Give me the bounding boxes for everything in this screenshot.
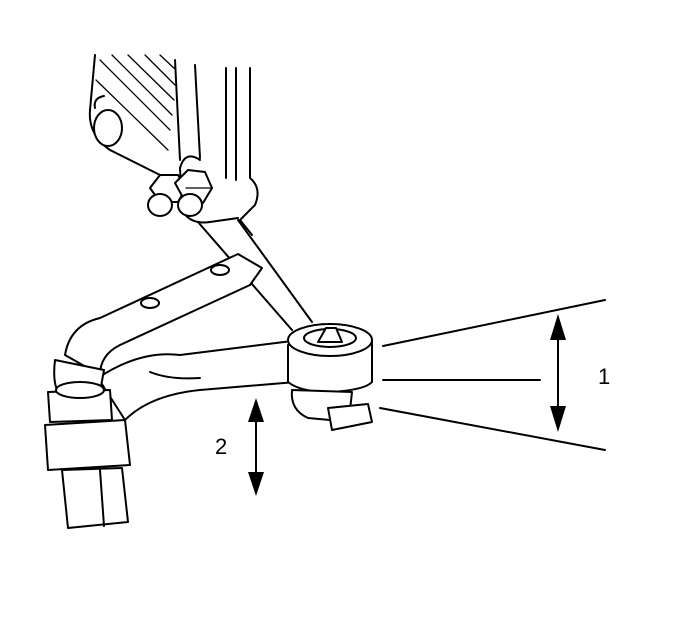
callout-label-2: 2 [215,434,228,459]
lower-left-fitting [44,359,131,529]
callout-1-guides [379,299,606,451]
center-link-bar [64,253,263,376]
tie-rod-arm [97,339,321,421]
frame-bracket [88,54,201,176]
tie-rod-socket [287,323,373,431]
callout-2-arrow [248,398,264,496]
mounting-nuts [147,169,213,217]
callout-label-1: 1 [598,364,611,389]
